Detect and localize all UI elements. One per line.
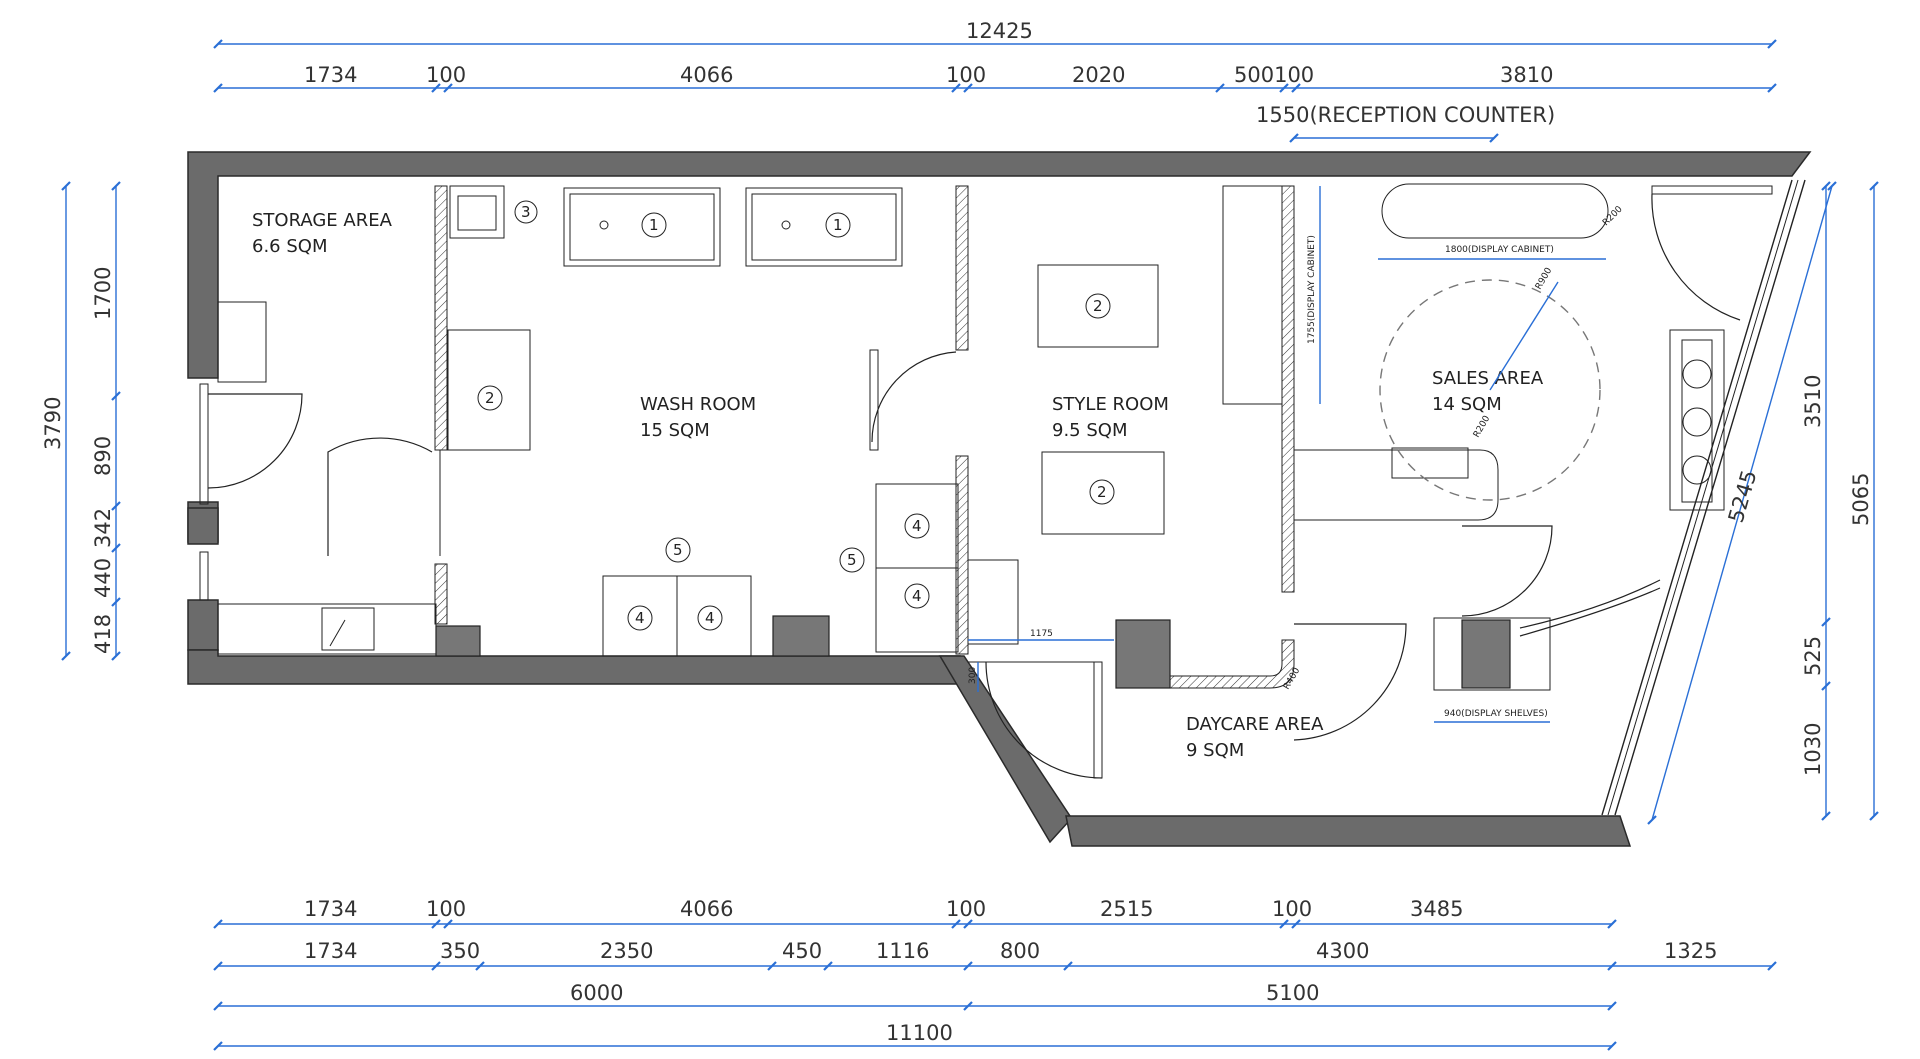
interior-walls: [434, 185, 1295, 689]
dim-right-1: 3510: [1801, 375, 1825, 428]
label-300: 300: [968, 667, 978, 684]
dim-bottom-2-7: 4300: [1316, 939, 1369, 963]
dim-left-overall: 3790: [41, 397, 65, 450]
dim-bottom-2-2: 350: [440, 939, 480, 963]
left-dimensions: 3790 1700 890 342 440 418: [41, 181, 121, 661]
dim-top-1: 1734: [304, 63, 357, 87]
label-r200-a: R200: [1601, 204, 1625, 228]
label-display-cabinet-v: 1755(DISPLAY CABINET): [1307, 235, 1317, 344]
tag-4c: 4: [912, 517, 922, 535]
fixture-annotations: 1800(DISPLAY CABINET) 1755(DISPLAY CABIN…: [968, 186, 1625, 723]
tag-3: 3: [521, 203, 531, 221]
dim-reception: 1550(RECEPTION COUNTER): [1256, 103, 1555, 127]
dim-top-4: 100: [946, 63, 986, 87]
style-name: STYLE ROOM: [1052, 394, 1169, 415]
dim-bottom-3-1: 6000: [570, 981, 623, 1005]
exterior-walls: [187, 151, 1812, 847]
dim-bottom-2-3: 2350: [600, 939, 653, 963]
dim-top-6: 500100: [1234, 63, 1314, 87]
dim-top-2: 100: [426, 63, 466, 87]
tag-4d: 4: [912, 587, 922, 605]
structural-columns: [187, 507, 1511, 689]
dim-top-7: 3810: [1500, 63, 1553, 87]
dim-bottom-1-4: 100: [946, 897, 986, 921]
wash-area: 15 SQM: [640, 420, 710, 441]
dim-left-5: 418: [91, 614, 115, 654]
dim-left-3: 342: [91, 508, 115, 548]
dim-bottom-2-1: 1734: [304, 939, 357, 963]
storage-name: STORAGE AREA: [252, 210, 393, 231]
label-1175: 1175: [1030, 629, 1053, 639]
dim-bottom-2-5: 1116: [876, 939, 929, 963]
sales-area: 14 SQM: [1432, 394, 1502, 415]
fixtures: [199, 183, 1773, 779]
label-display-shelves: 940(DISPLAY SHELVES): [1444, 709, 1548, 719]
tag-1a: 1: [649, 216, 659, 234]
dim-right-2: 525: [1801, 636, 1825, 676]
tag-4a: 4: [635, 609, 645, 627]
dim-bottom-2-8: 1325: [1664, 939, 1717, 963]
dim-left-4: 440: [91, 558, 115, 598]
style-area: 9.5 SQM: [1052, 420, 1127, 441]
dim-top-3: 4066: [680, 63, 733, 87]
dim-bottom-4: 11100: [886, 1021, 953, 1045]
dim-bottom-3-2: 5100: [1266, 981, 1319, 1005]
fixture-tags: 3 1 1 2 2 2 5 5 4 4 4 4: [477, 200, 1115, 631]
daycare-name: DAYCARE AREA: [1186, 714, 1324, 735]
glass-facade: [1601, 179, 1806, 816]
dim-left-1: 1700: [91, 267, 115, 320]
label-r900: R900: [1534, 266, 1555, 292]
top-dimensions: 12425 1734 100 4066 100 2020 500100 3810…: [213, 19, 1777, 143]
dim-bottom-1-1: 1734: [304, 897, 357, 921]
tag-2c: 2: [1097, 483, 1107, 501]
room-labels: STORAGE AREA 6.6 SQM WASH ROOM 15 SQM ST…: [252, 210, 1544, 761]
bottom-dimensions: 1734 100 4066 100 2515 100 3485 1734 350…: [213, 897, 1777, 1051]
dim-left-2: 890: [91, 436, 115, 476]
dim-bottom-1-3: 4066: [680, 897, 733, 921]
label-r200-b: R200: [1472, 414, 1493, 440]
storage-area: 6.6 SQM: [252, 236, 327, 257]
tag-1b: 1: [833, 216, 843, 234]
dim-bottom-1-2: 100: [426, 897, 466, 921]
wash-name: WASH ROOM: [640, 394, 756, 415]
dim-bottom-1-6: 100: [1272, 897, 1312, 921]
dim-right-overall: 5065: [1849, 473, 1873, 526]
dim-right-3: 1030: [1801, 723, 1825, 776]
dim-right-diagonal: 5245: [1724, 467, 1762, 525]
sales-name: SALES AREA: [1432, 368, 1544, 389]
dim-top-5: 2020: [1072, 63, 1125, 87]
tag-2b: 2: [1093, 297, 1103, 315]
daycare-area: 9 SQM: [1186, 740, 1244, 761]
dim-top-overall: 12425: [966, 19, 1033, 43]
tag-5a: 5: [673, 541, 683, 559]
dim-bottom-1-5: 2515: [1100, 897, 1153, 921]
tag-5b: 5: [847, 551, 857, 569]
tag-2a: 2: [485, 389, 495, 407]
tag-4b: 4: [705, 609, 715, 627]
label-display-cabinet: 1800(DISPLAY CABINET): [1445, 245, 1554, 255]
dim-bottom-1-7: 3485: [1410, 897, 1463, 921]
dim-bottom-2-6: 800: [1000, 939, 1040, 963]
dim-bottom-2-4: 450: [782, 939, 822, 963]
